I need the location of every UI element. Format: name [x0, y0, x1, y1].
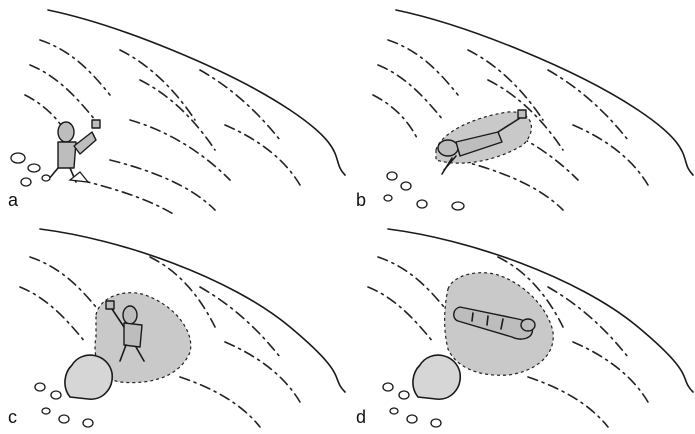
panel-d: d	[348, 217, 695, 434]
panel-c: c	[0, 217, 347, 434]
panel-b: b	[348, 0, 695, 217]
panel-label-b: b	[356, 191, 366, 209]
panel-b-drawing	[348, 0, 695, 217]
miner-figure	[48, 120, 100, 182]
tunnel-entrance	[65, 355, 112, 399]
tunnel-entrance	[413, 355, 460, 399]
panel-d-drawing	[348, 217, 695, 434]
panel-label-a: a	[8, 191, 18, 209]
panel-a: a	[0, 0, 347, 217]
panel-c-drawing	[0, 217, 347, 434]
panel-a-drawing	[0, 0, 347, 217]
rubble-pile	[384, 172, 464, 210]
rubble-pile	[11, 153, 88, 186]
hill-outline	[48, 10, 345, 175]
panel-label-d: d	[356, 408, 366, 426]
panel-label-c: c	[8, 408, 17, 426]
